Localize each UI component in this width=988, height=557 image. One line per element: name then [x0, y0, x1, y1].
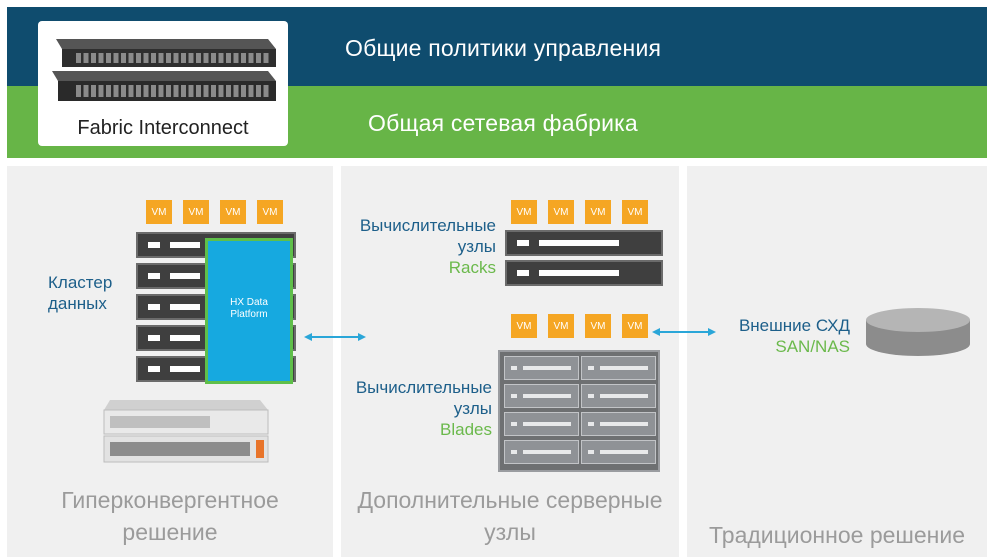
vm-icon: VM	[585, 314, 611, 338]
additional-nodes-title: Дополнительные серверные узлы	[357, 487, 663, 545]
vm-icon: VM	[183, 200, 209, 224]
vm-icon: VM	[548, 314, 574, 338]
connection-arrow-hx	[304, 333, 366, 341]
hx-server-stack: HX Data Platform	[136, 232, 296, 384]
vm-icon: VM	[585, 200, 611, 224]
hx-platform-line1: HX Data	[230, 297, 268, 308]
vm-icon: VM	[511, 200, 537, 224]
blades-vm-row: VM VM VM VM	[511, 314, 648, 338]
blade-chassis	[498, 350, 660, 472]
vm-icon: VM	[622, 200, 648, 224]
hyperconverged-title: Гиперконвергентное решение	[61, 487, 279, 545]
management-policy-title: Общие политики управления	[345, 35, 662, 61]
hx-data-platform: HX Data Platform	[205, 238, 293, 384]
traditional-panel	[687, 166, 987, 557]
vm-icon: VM	[548, 200, 574, 224]
blades-label: Вычислительные узлы Blades	[355, 378, 492, 439]
data-cluster-label: Кластер данных	[48, 273, 113, 313]
hx-appliance-icon	[103, 400, 269, 463]
vm-icon: VM	[146, 200, 172, 224]
vm-icon: VM	[622, 314, 648, 338]
fabric-interconnect-switch-icon	[52, 39, 276, 101]
racks-label: Вычислительные узлы Racks	[359, 216, 496, 277]
vm-icon: VM	[511, 314, 537, 338]
hx-platform-line2: Platform	[230, 309, 268, 320]
traditional-title: Традиционное решение	[709, 522, 965, 548]
external-storage-label: Внешние СХД SAN/NAS	[738, 316, 850, 356]
rack-server	[505, 230, 663, 256]
connection-arrow-storage	[652, 328, 716, 336]
rack-server	[505, 260, 663, 286]
vm-icon: VM	[257, 200, 283, 224]
storage-disk-icon	[866, 308, 970, 356]
network-fabric-title: Общая сетевая фабрика	[368, 110, 638, 136]
hx-vm-row: VM VM VM VM	[146, 200, 283, 224]
racks-vm-row: VM VM VM VM	[511, 200, 648, 224]
fabric-interconnect-card: Fabric Interconnect	[38, 21, 288, 146]
fabric-interconnect-label: Fabric Interconnect	[77, 117, 249, 139]
vm-icon: VM	[220, 200, 246, 224]
